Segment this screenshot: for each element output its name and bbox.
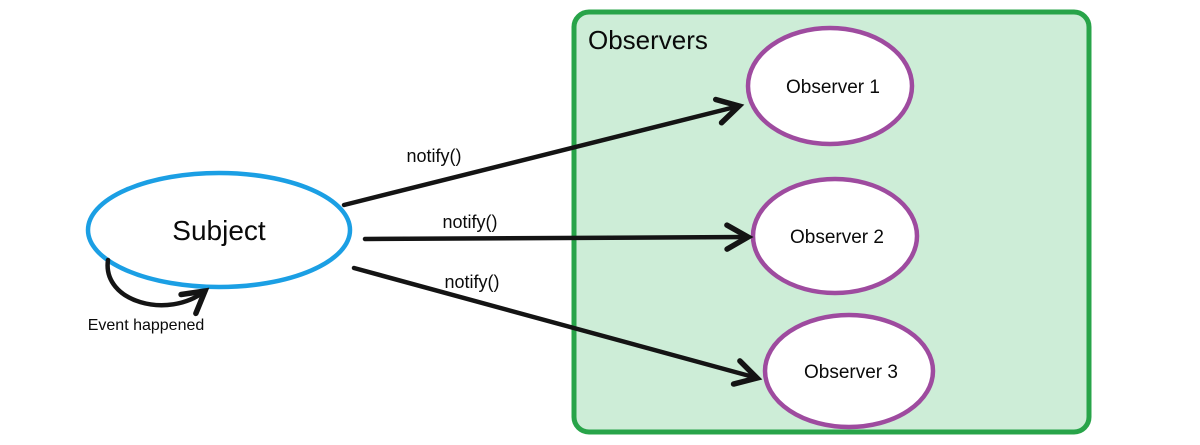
observer-1-ellipse xyxy=(745,25,915,147)
observer-node-3: Observer 3 xyxy=(762,312,936,430)
subject-label: Subject xyxy=(172,215,266,246)
event-happened-label: Event happened xyxy=(88,317,205,334)
observer-3-label: Observer 3 xyxy=(804,362,898,383)
observer-2-label: Observer 2 xyxy=(790,227,884,248)
observer-node-2: Observer 2 xyxy=(750,176,920,296)
notify-arrow-3 xyxy=(351,265,763,387)
notify-label-3: notify() xyxy=(444,272,499,292)
notify-label-2: notify() xyxy=(442,212,497,232)
notify-arrow-1 xyxy=(341,96,745,208)
subject-ellipse xyxy=(85,170,353,290)
observer-node-1: Observer 1 xyxy=(745,25,915,147)
self-loop-arrow xyxy=(105,257,210,317)
observer-3-ellipse xyxy=(762,312,936,430)
observer-1-label: Observer 1 xyxy=(786,77,880,98)
notify-arrow-2 xyxy=(362,222,754,252)
observers-box-title: Observers xyxy=(588,25,708,55)
notify-label-1: notify() xyxy=(406,146,461,166)
